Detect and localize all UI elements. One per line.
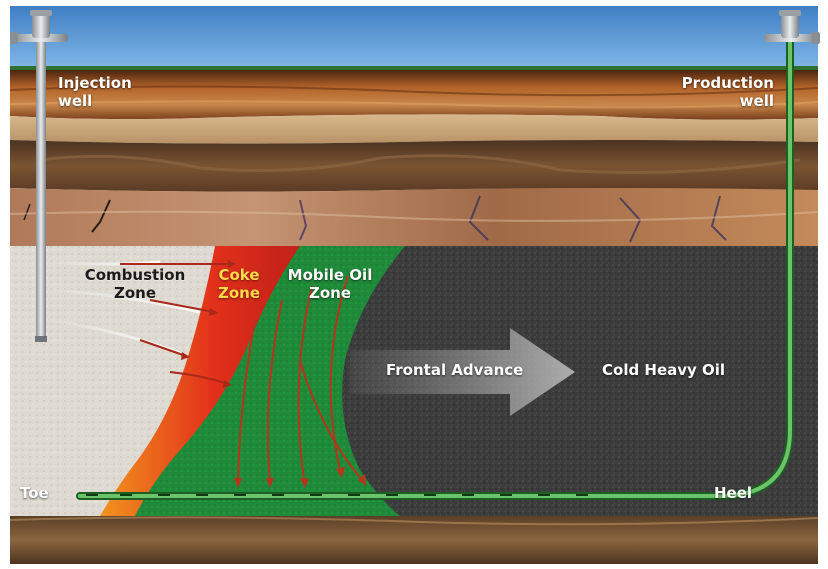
injection-well-label: Injection well bbox=[58, 74, 132, 110]
coke-zone-label: Coke Zone bbox=[217, 266, 261, 302]
frontal-advance-arrow bbox=[350, 328, 575, 416]
cold-heavy-oil-label: Cold Heavy Oil bbox=[602, 361, 726, 379]
cap-rock-layer bbox=[10, 188, 818, 246]
toe-label: Toe bbox=[20, 484, 49, 502]
combustion-zone-label: Combustion Zone bbox=[84, 266, 186, 302]
sand-layer bbox=[10, 114, 818, 144]
drainage-arrows bbox=[237, 275, 363, 481]
sky bbox=[10, 6, 818, 68]
heel-label: Heel bbox=[714, 484, 753, 502]
injection-wellhead-icon bbox=[10, 10, 68, 44]
well-perforations bbox=[86, 494, 588, 496]
production-wellhead-icon bbox=[764, 10, 820, 44]
base-rock-layer bbox=[10, 516, 818, 564]
frontal-advance-label: Frontal Advance bbox=[386, 361, 524, 379]
combustion-zone bbox=[10, 246, 215, 516]
production-well-label: Production well bbox=[681, 74, 774, 110]
shale-layer bbox=[10, 140, 818, 192]
surface-line bbox=[10, 66, 818, 70]
mobile-oil-zone-label: Mobile Oil Zone bbox=[287, 266, 373, 302]
injection-well-pipe bbox=[36, 36, 46, 340]
